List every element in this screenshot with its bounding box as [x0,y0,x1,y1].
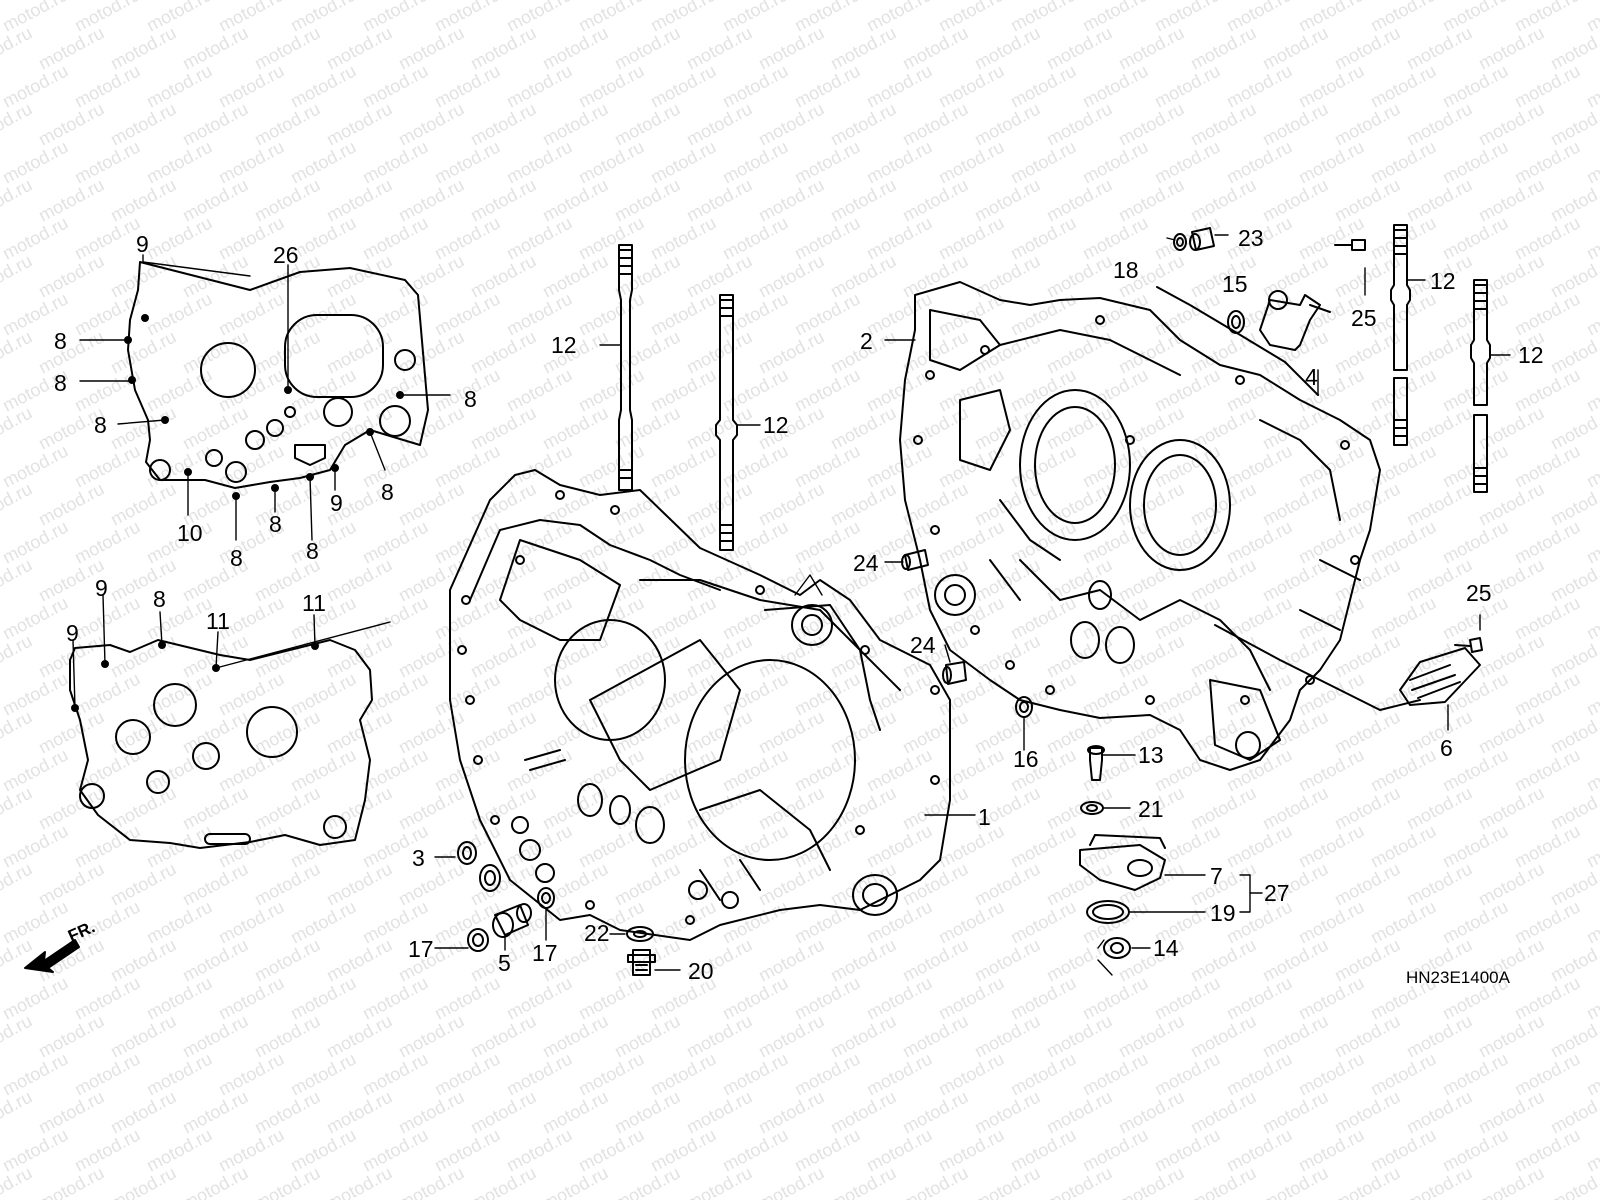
callout-6: 6 [1440,735,1453,761]
callout-17: 17 [408,936,434,962]
callout-12: 12 [551,332,577,358]
lower-gasket [69,639,373,849]
callout-9: 9 [95,575,108,601]
callout-9: 9 [136,231,149,257]
callout-18: 18 [1113,257,1139,283]
callout-10: 10 [177,520,203,546]
callout-8: 8 [381,479,394,505]
callout-12: 12 [763,412,789,438]
callout-27: 27 [1264,880,1290,906]
callout-16: 16 [1013,746,1039,772]
callout-8: 8 [54,370,67,396]
callout-23: 23 [1238,225,1264,251]
callout-9: 9 [66,620,79,646]
callout-8: 8 [269,511,282,537]
callout-20: 20 [688,958,714,984]
callout-24: 24 [910,632,936,658]
studs-left [618,244,738,551]
callout-19: 19 [1210,900,1236,926]
callout-11: 11 [302,590,326,616]
callout-8: 8 [464,386,477,412]
callout-14: 14 [1153,935,1179,961]
callout-8: 8 [94,412,107,438]
front-arrow-icon [24,939,80,973]
callout-11: 11 [206,608,230,634]
dowel-pins [901,549,967,685]
callout-8: 8 [54,328,67,354]
callout-5: 5 [498,950,511,976]
callout-8: 8 [306,538,319,564]
diagram-code: HN23E1400A [1406,968,1510,987]
callout-22: 22 [584,920,610,946]
studs-right [1390,224,1491,493]
callout-3: 3 [412,845,425,871]
callout-9: 9 [330,490,343,516]
crankcase-right [899,281,1381,771]
lower-gasket-leaders [72,594,391,709]
strainer-parts [1015,624,1483,718]
oil-pipe-parts [1079,745,1166,959]
drain-parts [457,841,656,976]
callout-24: 24 [853,550,879,576]
callout-15: 15 [1222,271,1248,297]
callout-8: 8 [230,545,243,571]
callout-12: 12 [1518,342,1544,368]
callout-12: 12 [1430,268,1456,294]
callout-1: 1 [978,804,991,830]
upper-gasket-leaders [79,254,451,541]
callout-8: 8 [153,586,166,612]
callout-7: 7 [1210,863,1223,889]
callout-4: 4 [1305,364,1318,390]
callout-25: 25 [1466,580,1492,606]
callout-2: 2 [860,328,873,354]
callout-26: 26 [273,242,299,268]
callout-13: 13 [1138,742,1164,768]
oil-plug-parts [1156,227,1366,396]
callout-17: 17 [532,940,558,966]
callout-25: 25 [1351,305,1377,331]
crankcase-left [449,469,951,941]
callout-21: 21 [1138,796,1164,822]
